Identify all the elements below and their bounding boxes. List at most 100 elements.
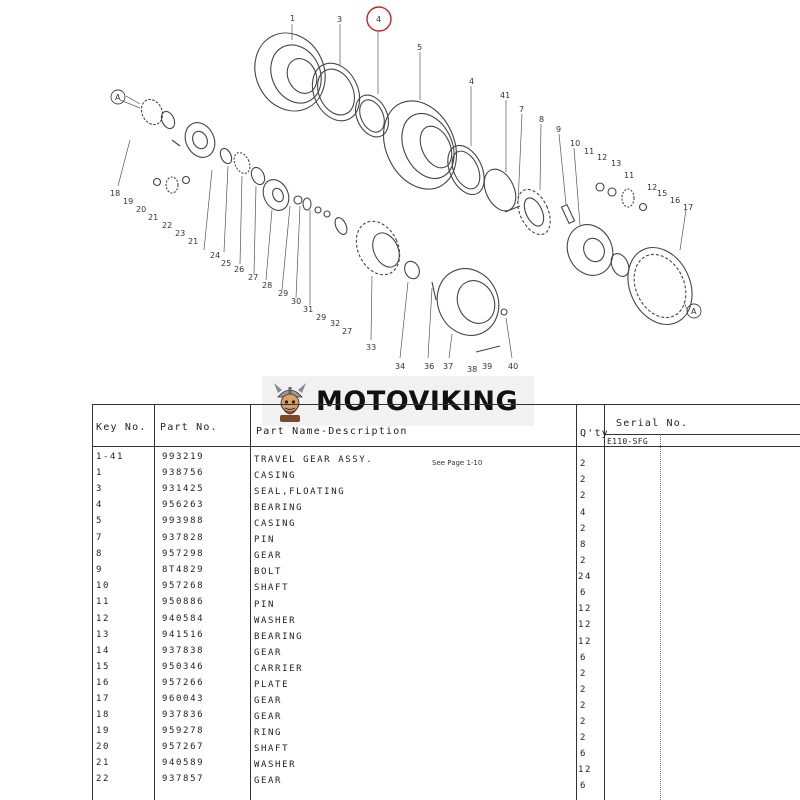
key-cell: 5 [96,516,104,526]
qty-cell: 6 [580,781,588,791]
part-cell: 956263 [162,500,205,510]
qty-cell: 8 [580,540,588,550]
desc-cell: SHAFT [254,583,290,593]
part-cell: 957267 [162,742,205,752]
key-cell: 7 [96,533,104,543]
callout-label: 20 [136,205,146,214]
key-cell: 1-41 [96,452,125,462]
part-cell: 957268 [162,581,205,591]
callout-label: 11 [584,147,594,156]
desc-cell: TRAVEL GEAR ASSY. [254,455,374,465]
column-divider [250,404,251,800]
callout-label: 34 [395,362,405,371]
qty-cell: 2 [580,556,588,566]
part-cell: 937828 [162,533,205,543]
callout-label: 18 [110,189,120,198]
qty-cell: 12 [578,604,593,614]
serial-column-divider [660,434,661,800]
desc-cell: BEARING [254,632,304,642]
qty-cell: 6 [580,653,588,663]
callout-label: 15 [657,189,667,198]
callout-label: 32 [330,319,340,328]
ring-gear-part [627,247,693,325]
desc-cell: GEAR [254,776,283,786]
callout-label: 11 [624,171,634,180]
part-cell: 957298 [162,549,205,559]
qty-cell: 2 [580,717,588,727]
brand-banner: MOTOVIKING [262,376,534,426]
callout-label: 4 [469,77,474,86]
column-divider [576,404,577,800]
part-cell: 931425 [162,484,205,494]
floating-seal-part [311,62,361,122]
key-cell: 18 [96,710,111,720]
part-cell: 993988 [162,516,205,526]
table-border [92,404,93,800]
key-cell: 20 [96,742,111,752]
callout-label: 25 [221,259,231,268]
callout-label: 27 [248,273,258,282]
key-cell: 4 [96,500,104,510]
qty-cell: 2 [580,669,588,679]
callout-label: 21 [188,237,198,246]
header-divider [92,446,800,447]
desc-cell: GEAR [254,551,283,561]
ref-marker: A [115,93,121,102]
desc-cell: CARRIER [254,664,304,674]
desc-cell: SHAFT [254,744,290,754]
desc-cell: SEAL,FLOATING [254,487,346,497]
callout-label: 31 [303,305,313,314]
qty-cell: 24 [578,572,593,582]
part-cell: 950886 [162,597,205,607]
ref-marker: A [691,307,697,316]
desc-cell: GEAR [254,712,283,722]
header-qty: Q'ty [580,428,609,439]
desc-cell: RING [254,728,283,738]
callout-label: 38 [467,365,477,374]
part-cell: 937857 [162,774,205,784]
callout-label: 30 [291,297,301,306]
cover-part [436,268,500,336]
callout-label: 19 [123,197,133,206]
highlight-circle [366,6,392,32]
qty-cell: 2 [580,459,588,469]
qty-cell: 2 [580,475,588,485]
key-cell: 13 [96,630,111,640]
part-cell: 940589 [162,758,205,768]
callout-label: 40 [508,362,518,371]
part-cell: 960043 [162,694,205,704]
key-cell: 9 [96,565,104,575]
part-cell: 957266 [162,678,205,688]
callout-label: 16 [670,196,680,205]
callout-label: 36 [424,362,434,371]
qty-cell: 6 [580,588,588,598]
column-divider [604,404,605,800]
key-cell: 16 [96,678,111,688]
exploded-parts-diagram: A A 1 3 4 5 4 41 7 8 9 10 11 12 13 11 12… [110,6,702,374]
key-cell: 17 [96,694,111,704]
callout-label: 39 [482,362,492,371]
qty-cell: 2 [580,685,588,695]
casing-5-part [383,100,457,190]
part-cell: 950346 [162,662,205,672]
key-cell: 22 [96,774,111,784]
qty-cell: 4 [580,508,588,518]
callout-label: 22 [162,221,172,230]
callout-label: 10 [570,139,580,148]
qty-cell: 12 [578,765,593,775]
qty-cell: 2 [580,733,588,743]
desc-cell: PIN [254,600,276,610]
callout-label: 27 [342,327,352,336]
callout-label: 26 [234,265,244,274]
desc-cell: GEAR [254,648,283,658]
qty-cell: 12 [578,637,593,647]
key-cell: 3 [96,484,104,494]
brand-name: MOTOVIKING [316,385,519,417]
key-cell: 8 [96,549,104,559]
qty-cell: 2 [580,491,588,501]
gear-part [517,188,551,236]
key-cell: 1 [96,468,104,478]
table-top-border [92,404,800,405]
part-cell: 938756 [162,468,205,478]
callout-label: 24 [210,251,220,260]
